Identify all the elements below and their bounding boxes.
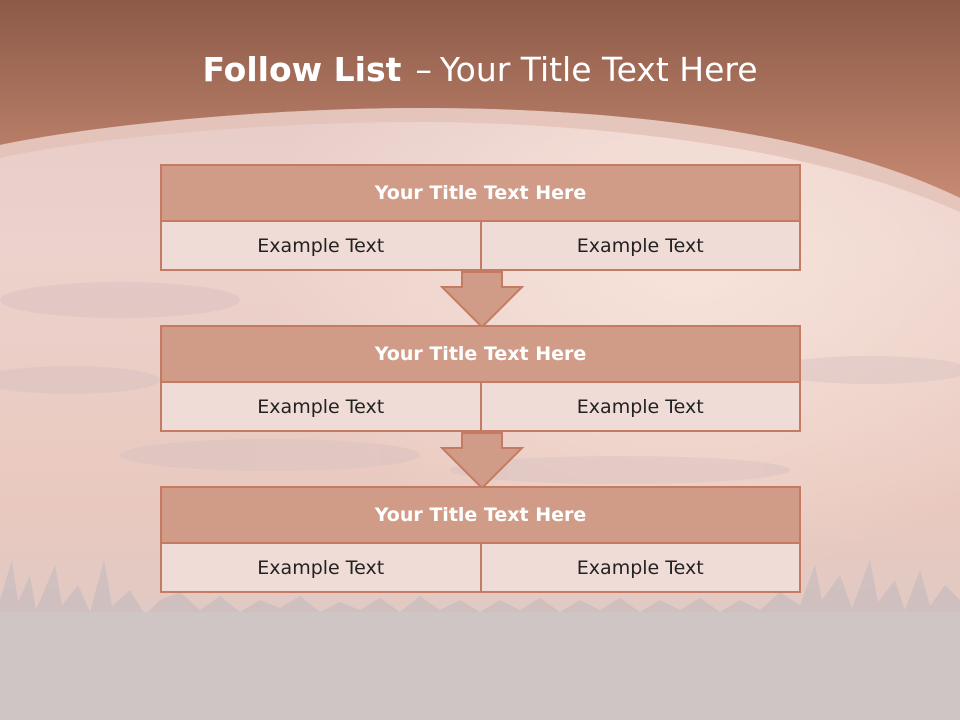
block-row: Example Text Example Text [160, 222, 801, 271]
down-arrow-icon [440, 432, 524, 490]
block-row: Example Text Example Text [160, 544, 801, 593]
block-cell-left: Example Text [160, 383, 482, 432]
block-row: Example Text Example Text [160, 383, 801, 432]
block-cell-right: Example Text [481, 222, 801, 271]
block-title: Your Title Text Here [160, 164, 801, 222]
list-block-2: Your Title Text Here Example Text Exampl… [160, 325, 801, 432]
block-cell-right: Example Text [481, 383, 801, 432]
down-arrow-icon [440, 271, 524, 329]
title-rest-part: Your Title Text Here [439, 50, 758, 89]
slide-title: Follow List–Your Title Text Here [0, 50, 960, 89]
list-block-1: Your Title Text Here Example Text Exampl… [160, 164, 801, 271]
block-cell-left: Example Text [160, 544, 482, 593]
list-block-3: Your Title Text Here Example Text Exampl… [160, 486, 801, 593]
block-cell-right: Example Text [481, 544, 801, 593]
block-title: Your Title Text Here [160, 325, 801, 383]
block-title: Your Title Text Here [160, 486, 801, 544]
block-cell-left: Example Text [160, 222, 482, 271]
title-bold-part: Follow List [202, 50, 402, 89]
title-dash: – [415, 50, 432, 89]
